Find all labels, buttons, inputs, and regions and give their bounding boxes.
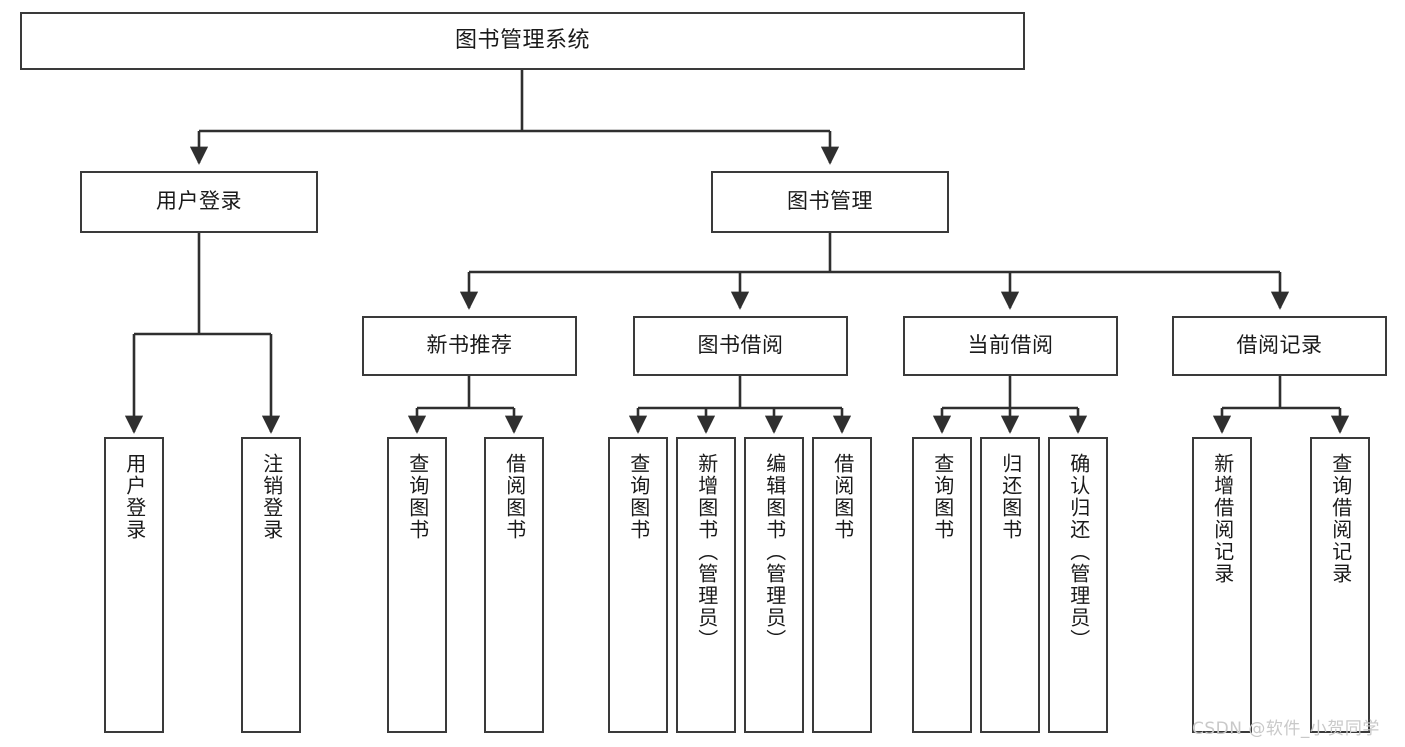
node-label: 图书管理 xyxy=(787,189,873,214)
node-root-system[interactable]: 图书管理系统 xyxy=(20,12,1025,70)
node-label: 查询图书 xyxy=(405,453,430,541)
node-label: 确认归还（管理员） xyxy=(1066,453,1091,651)
leaf-book-borrow-edit[interactable]: 编辑图书（管理员） xyxy=(744,437,804,733)
node-new-book-recommend[interactable]: 新书推荐 xyxy=(362,316,577,376)
leaf-user-login-logout[interactable]: 注销登录 xyxy=(241,437,301,733)
leaf-borrow-record-add[interactable]: 新增借阅记录 xyxy=(1192,437,1252,733)
node-label: 借阅图书 xyxy=(830,453,855,541)
node-label: 借阅图书 xyxy=(502,453,527,541)
leaf-book-borrow-add[interactable]: 新增图书（管理员） xyxy=(676,437,736,733)
node-label: 编辑图书（管理员） xyxy=(762,453,787,651)
node-label: 用户登录 xyxy=(122,453,147,541)
node-user-login[interactable]: 用户登录 xyxy=(80,171,318,233)
node-label: 图书管理系统 xyxy=(454,27,590,53)
leaf-current-borrow-confirm-return[interactable]: 确认归还（管理员） xyxy=(1048,437,1108,733)
leaf-book-borrow-query[interactable]: 查询图书 xyxy=(608,437,668,733)
node-label: 查询图书 xyxy=(626,453,651,541)
leaf-new-book-borrow[interactable]: 借阅图书 xyxy=(484,437,544,733)
leaf-borrow-record-query[interactable]: 查询借阅记录 xyxy=(1310,437,1370,733)
node-label: 归还图书 xyxy=(998,453,1023,541)
node-label: 当前借阅 xyxy=(967,333,1054,358)
node-label: 借阅记录 xyxy=(1236,333,1323,358)
node-book-borrow[interactable]: 图书借阅 xyxy=(633,316,848,376)
node-label: 用户登录 xyxy=(156,189,242,214)
node-current-borrow[interactable]: 当前借阅 xyxy=(903,316,1118,376)
node-label: 新书推荐 xyxy=(426,333,513,358)
node-label: 新增图书（管理员） xyxy=(694,453,719,651)
node-book-management[interactable]: 图书管理 xyxy=(711,171,949,233)
leaf-current-borrow-query[interactable]: 查询图书 xyxy=(912,437,972,733)
node-label: 注销登录 xyxy=(259,453,284,541)
csdn-watermark: CSDN @软件_小贺同学 xyxy=(1192,719,1380,739)
node-label: 新增借阅记录 xyxy=(1210,453,1235,585)
node-label: 图书借阅 xyxy=(697,333,784,358)
node-label: 查询借阅记录 xyxy=(1328,453,1353,585)
node-borrow-record[interactable]: 借阅记录 xyxy=(1172,316,1387,376)
leaf-user-login-login[interactable]: 用户登录 xyxy=(104,437,164,733)
leaf-book-borrow-borrow[interactable]: 借阅图书 xyxy=(812,437,872,733)
leaf-new-book-query[interactable]: 查询图书 xyxy=(387,437,447,733)
leaf-current-borrow-return[interactable]: 归还图书 xyxy=(980,437,1040,733)
node-label: 查询图书 xyxy=(930,453,955,541)
